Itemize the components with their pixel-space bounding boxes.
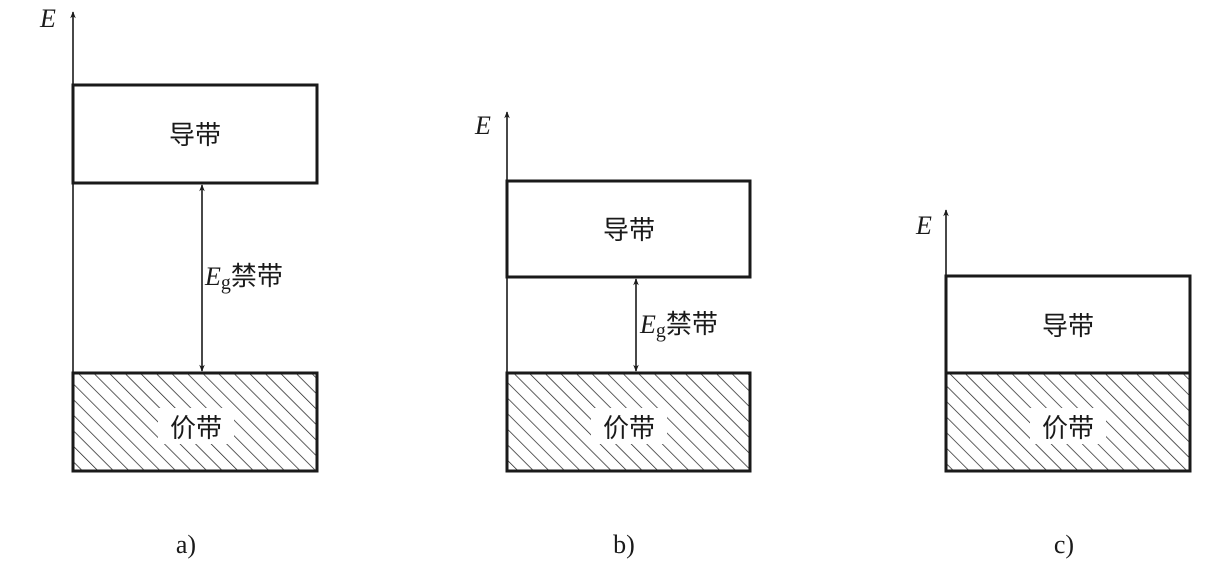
valence-band-label: 价带 — [170, 414, 222, 444]
band-gap-label: Eg禁带 — [204, 262, 283, 294]
conduction-band — [505, 179, 752, 279]
conduction-band-label: 导带 — [1042, 312, 1094, 342]
valence-band — [944, 371, 1192, 473]
valence-band-label: 价带 — [603, 414, 655, 444]
caption-c: c) — [1054, 530, 1074, 559]
energy-axis-label: E — [915, 211, 932, 240]
energy-axis-label: E — [474, 111, 491, 140]
band-gap-label: Eg禁带 — [639, 310, 718, 342]
panel-b: E 导带 价带 Eg禁带 b) — [474, 111, 752, 559]
caption-a: a) — [176, 530, 196, 559]
conduction-band-label: 导带 — [169, 121, 221, 151]
valence-band-label: 价带 — [1042, 414, 1094, 444]
panel-c: E 导带 价带 c) — [915, 209, 1192, 559]
caption-b: b) — [613, 530, 635, 559]
conduction-band — [944, 274, 1192, 375]
conduction-band — [71, 83, 319, 185]
conduction-band-label: 导带 — [603, 216, 655, 246]
energy-axis-label: E — [39, 4, 56, 33]
panel-a: E 导带 价带 Eg禁带 a) — [39, 4, 319, 559]
